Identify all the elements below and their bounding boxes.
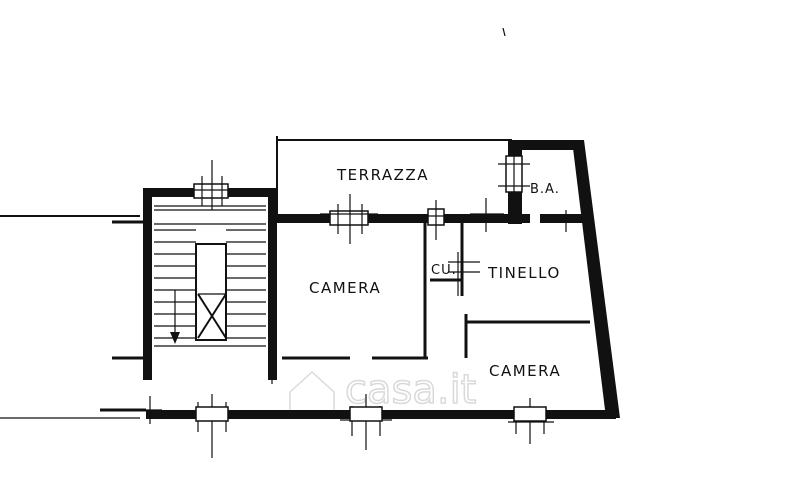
watermark-text: casa.it xyxy=(345,367,476,413)
room-label-terrazza: TERRAZZA xyxy=(336,166,429,184)
room-label-ba: B.A. xyxy=(530,182,560,197)
watermark-house-icon xyxy=(289,370,335,413)
room-labels: TERRAZZA B.A. CU. TINELLO CAMERA CAMERA xyxy=(309,166,561,380)
exterior-lines xyxy=(0,215,146,419)
interior-partitions xyxy=(282,222,590,360)
watermark: casa.it xyxy=(289,366,477,414)
stray-mark xyxy=(502,27,506,37)
window-openings xyxy=(136,150,567,458)
room-label-cu: CU. xyxy=(431,263,457,278)
room-label-tinello: TINELLO xyxy=(487,264,561,282)
room-label-camera-2: CAMERA xyxy=(489,362,561,380)
room-label-camera-1: CAMERA xyxy=(309,279,381,297)
staircase xyxy=(154,205,266,347)
